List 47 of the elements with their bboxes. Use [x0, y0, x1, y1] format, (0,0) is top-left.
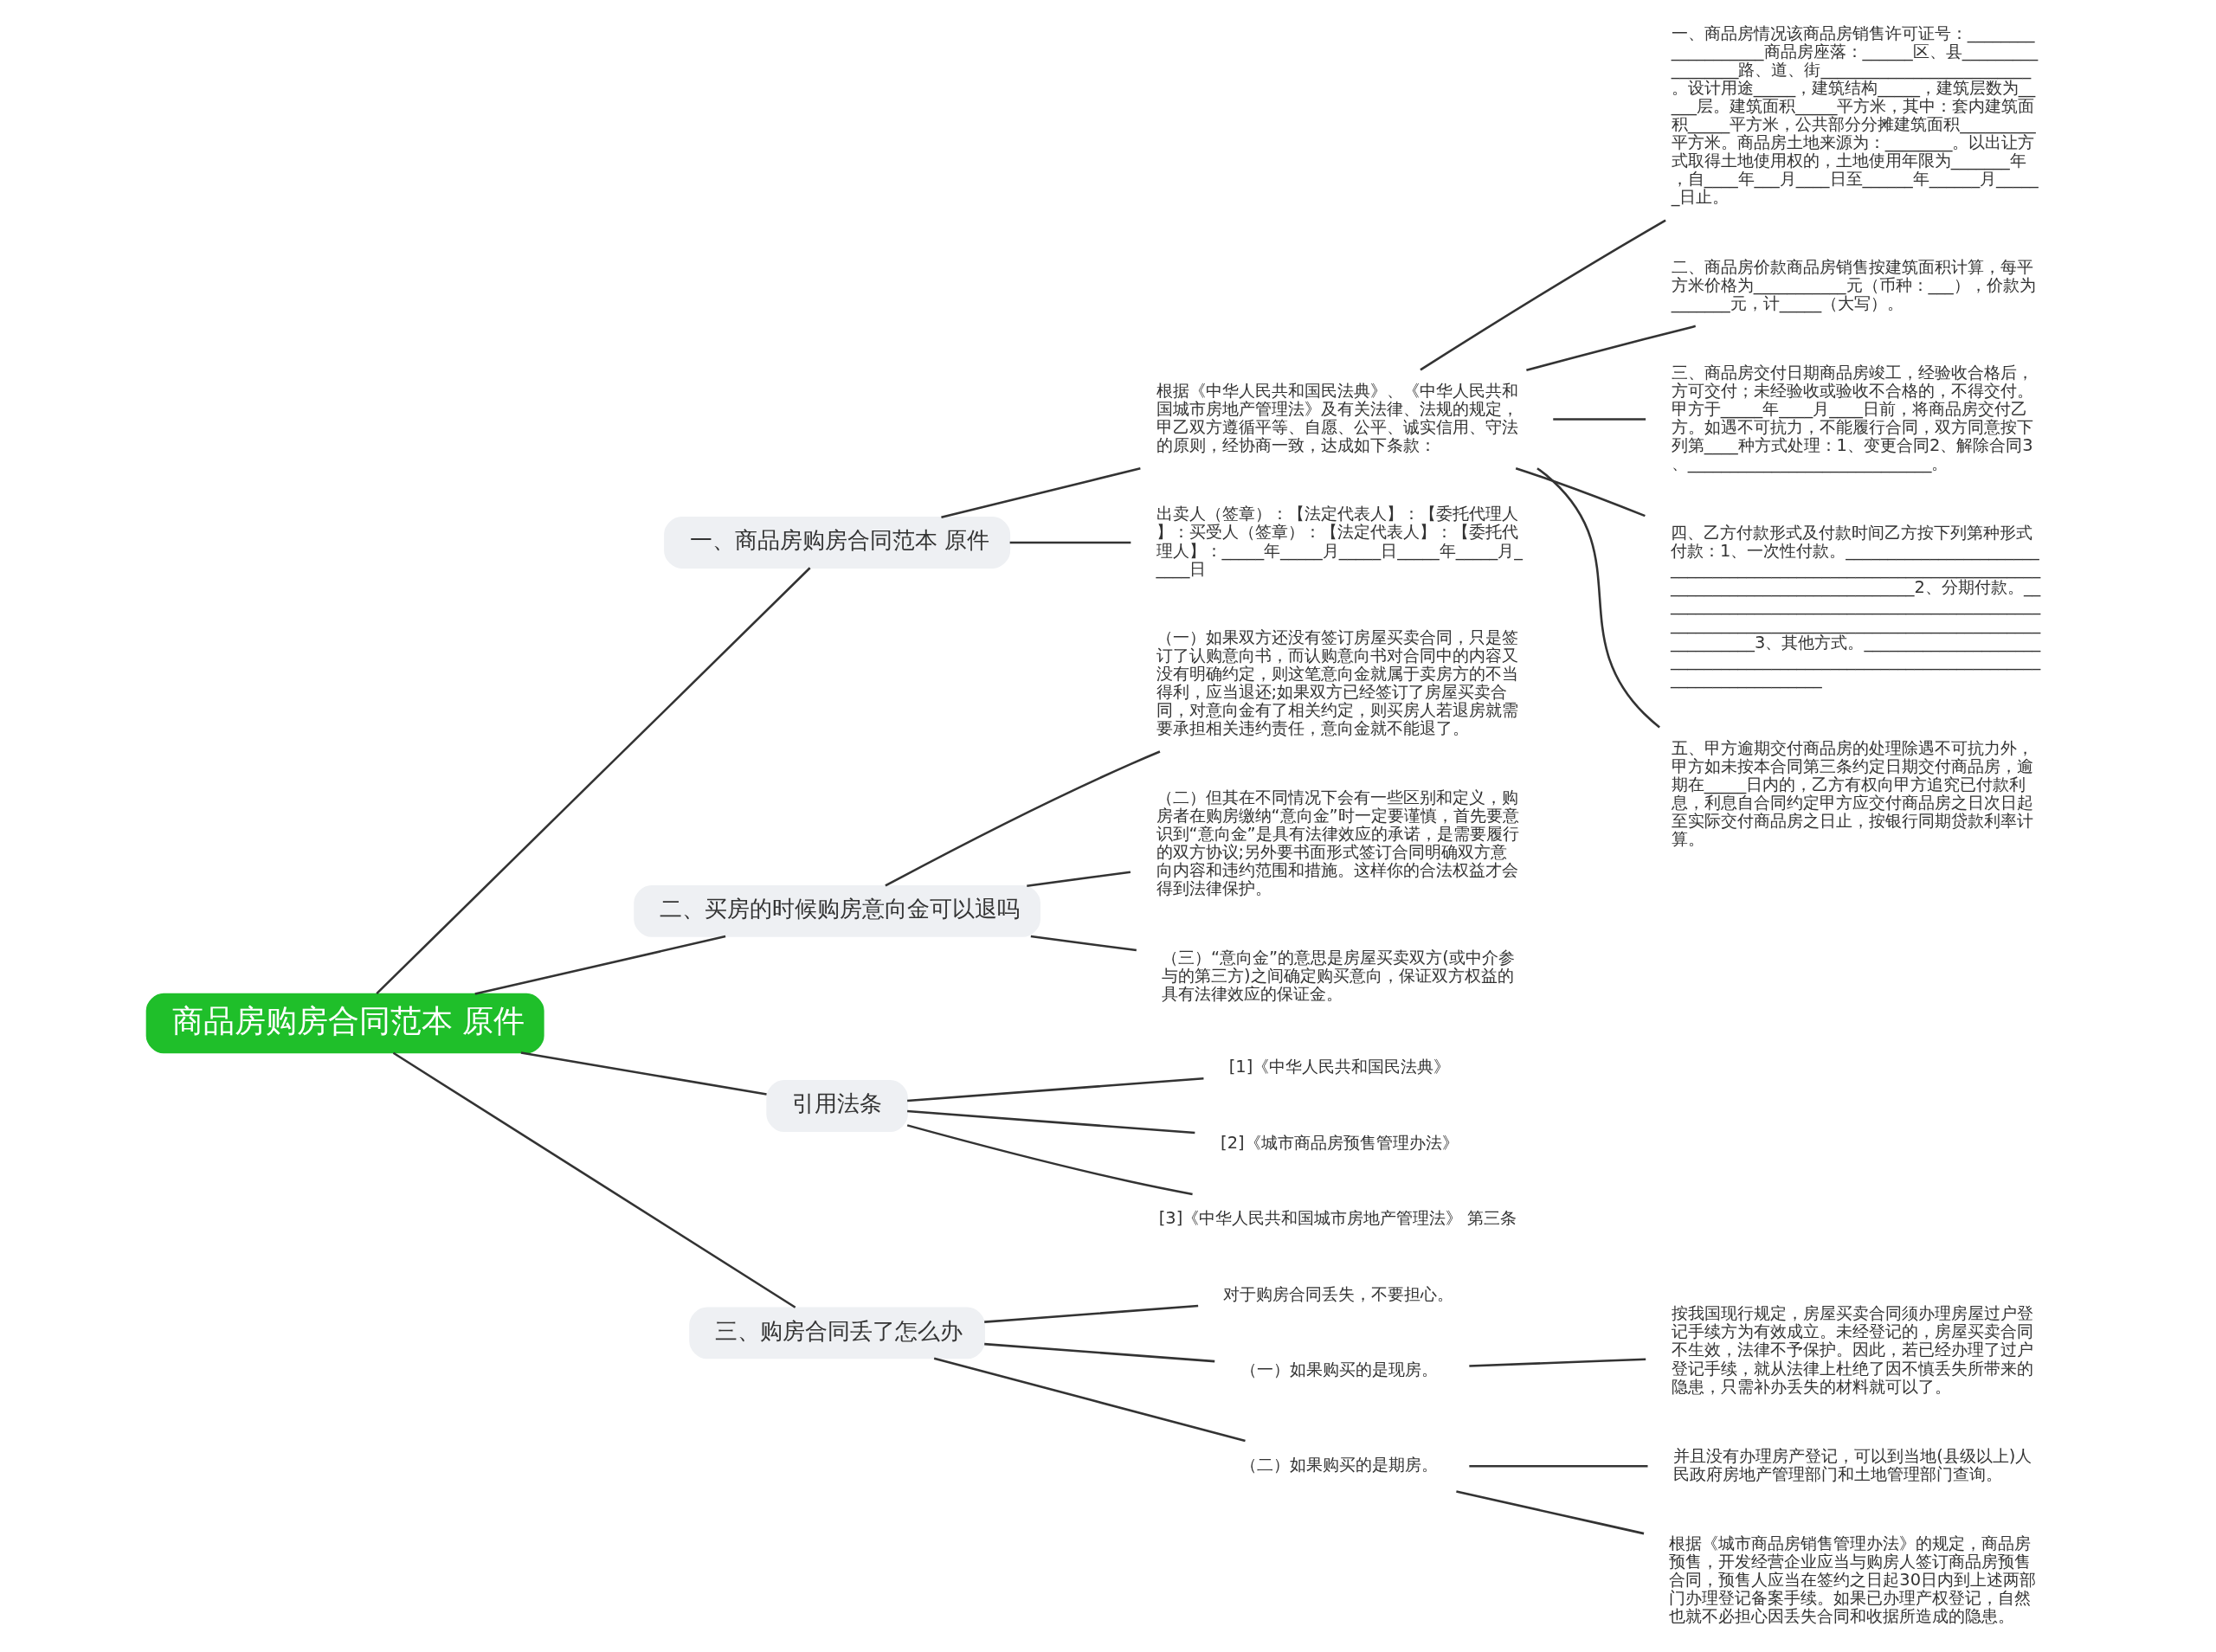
- node-text: 根据《中华人民共和国民法典》、《中华人民共和国城市房地产管理法》及有关法律、法规的规定，甲乙双方遵循平等、自愿、公平、诚实信用、守法的原则，经协商一致，达成如下条款：: [1156, 380, 1518, 456]
- connector: [906, 1124, 1193, 1196]
- node-box: 商品房购房合同范本 原件: [145, 993, 544, 1054]
- connector: [1515, 467, 1646, 517]
- connector: [1419, 219, 1666, 371]
- connector: [1455, 1490, 1644, 1535]
- node-text: 出卖人（签章）：【法定代表人】：【委托代理人】：买受人（签章）：【法定代表人】：【委托代理人】：_____年_____月_____日_____年_____月_____日: [1156, 504, 1523, 579]
- connector: [520, 1051, 767, 1096]
- node-text: 一、商品房情况该商品房销售许可证号：___________________商品房座落：______区、县_________________路、道、街_________________________。设计用途_____，建筑结构_____，建筑层数为_____层。建筑面积_____平方米，其中：套内建筑面积_____平方米，公共部分分摊建筑面积_________平方米。商品房土地来源为：________。以出让方式取得土地使用权的，土地使用年限为_______年，自____年___月____日至______年______月______日止。: [1671, 22, 2039, 208]
- connector: [1468, 1464, 1648, 1468]
- connector: [1468, 1358, 1646, 1367]
- node-text: （一）如果购买的是现房。: [1240, 1360, 1438, 1380]
- connector: [1026, 871, 1131, 887]
- connector: [392, 1051, 796, 1308]
- node-box: 一、商品房购房合同范本 原件: [663, 517, 1010, 569]
- node-box: 二、买房的时候购房意向金可以退吗: [633, 884, 1040, 937]
- connector: [983, 1304, 1198, 1323]
- connector: [1525, 325, 1696, 371]
- node-text: 按我国现行规定，房屋买卖合同须办理房屋过户登记手续方为有效成立。未经登记的，房屋买卖合同不生效，法律不予保护。因此，若已经办理了过户登记手续，就从法律上杜绝了因不慎丢失所带来的隐患，只需补办丢失的材料就可以了。: [1671, 1303, 2033, 1397]
- connector: [933, 1357, 1246, 1443]
- node-text: （二）但其在不同情况下会有一些区别和定义，购房者在购房缴纳“意向金”时一定要谨慎，首先要意识到“意向金”是具有法律效应的承诺，是需要履行的双方协议;另外要书面形式签订合同明确双方意向内容和违约范围和措施。这样你的合法权益才会得到法律保护。: [1156, 787, 1519, 898]
- node-text: 并且没有办理房产登记，可以到当地(县级以上)人民政府房地产管理部门和土地管理部门查询。: [1672, 1445, 2032, 1484]
- connector: [906, 1077, 1204, 1102]
- node-text: （一）如果双方还没有签订房屋买卖合同，只是签订了认购意向书，而认购意向书对合同中的内容又没有明确约定，则这笔意向金就属于卖房方的不当得利，应当退还;如果双方已经签订了房屋买卖合同，对意向金有了相关约定，则买房人若退房就需要承担相关违约责任，意向金就不能退了。: [1156, 627, 1518, 739]
- connector: [1536, 467, 1660, 729]
- connector: [1552, 418, 1646, 421]
- connector: [474, 935, 725, 995]
- node-text: [1]《中华人民共和国民法典》: [1228, 1057, 1450, 1077]
- node-text: 对于购房合同丢失，不要担心。: [1222, 1283, 1453, 1304]
- connector: [375, 567, 811, 995]
- connector: [940, 467, 1141, 518]
- node-text: 三、商品房交付日期商品房竣工，经验收合格后，方可交付；未经验收或验收不合格的，不得交付。甲方于_____年____月____日前，将商品房交付乙方。如遇不可抗力，不能履行合同，双方同意按下列第____种方式处理：1、变更合同2、解除合同3、_____________________________。: [1671, 362, 2033, 474]
- node-text: [3]《中华人民共和国城市房地产管理法》 第三条: [1158, 1208, 1517, 1229]
- node-text: 四、乙方付款形式及付款时间乙方按下列第种形式付款：1、一次性付款。________________________________________________________________________________________________2、分期付款。____________________________________________________________________________________________________3、其他方式。___________________________________________________________________________________: [1670, 523, 2040, 689]
- connector: [983, 1342, 1214, 1363]
- node-text: 二、商品房价款商品房销售按建筑面积计算，每平方米价格为___________元（币种：___），价款为_______元，计_____（大写）。: [1671, 256, 2036, 313]
- node-text: [2]《城市商品房预售管理办法》: [1220, 1132, 1459, 1153]
- node-box: 引用法条: [765, 1080, 908, 1132]
- connector: [884, 750, 1160, 887]
- node-text: 五、甲方逾期交付商品房的处理除遇不可抗力外，甲方如未按本合同第三条约定日期交付商品房，逾期在_____日内的，乙方有权向甲方追究已付款利息，利息自合同约定甲方应交付商品房之日次日起至实际交付商品房之日止，按银行同期贷款利率计算。: [1671, 737, 2033, 850]
- node-text: 根据《城市商品房销售管理办法》的规定，商品房预售，开发经营企业应当与购房人签订商品房预售合同，预售人应当在签约之日起30日内到上述两部门办理登记备案手续。如果已办理产权登记，自然也就不必担心因丢失合同和收据所造成的隐患。: [1668, 1533, 2036, 1627]
- connector: [1030, 935, 1137, 952]
- node-box: 三、购房合同丢了怎么办: [688, 1307, 985, 1360]
- connector: [1009, 541, 1131, 544]
- node-text: （三）“意向金”的意思是房屋买卖双方(或中介参与的第三方)之间确定购买意向，保证双方权益的具有法律效应的保证金。: [1161, 947, 1515, 1005]
- connector: [906, 1109, 1195, 1135]
- node-text: （二）如果购买的是期房。: [1240, 1455, 1438, 1475]
